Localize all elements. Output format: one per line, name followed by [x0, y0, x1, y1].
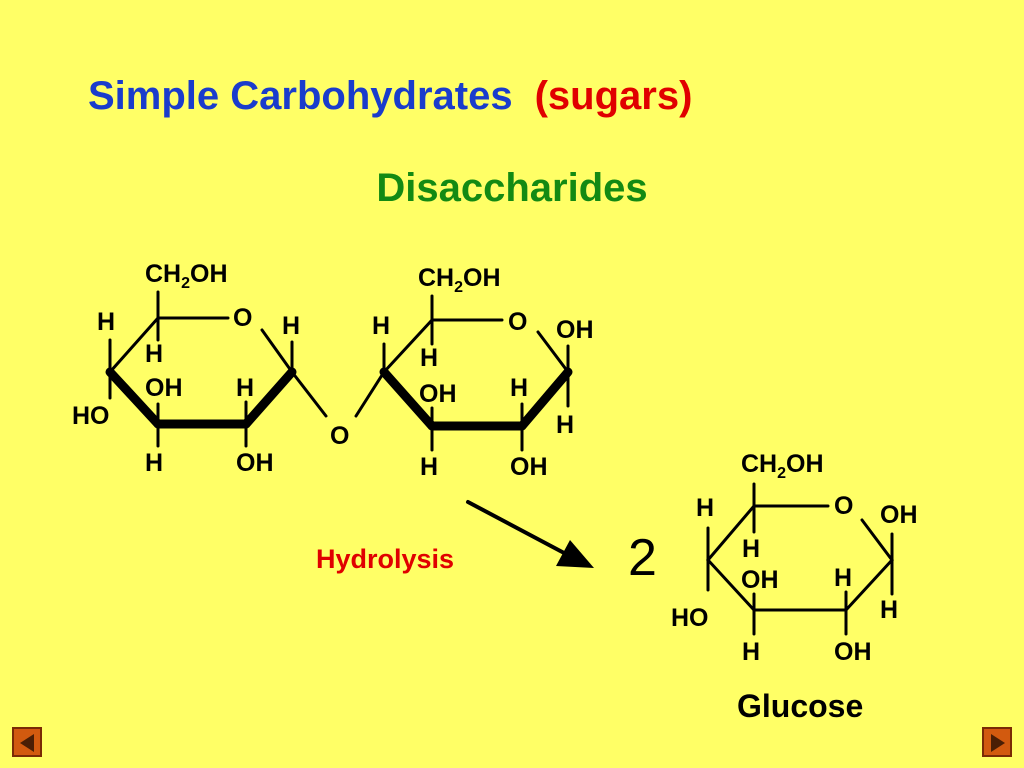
- ring2-left-bold: [379, 367, 437, 431]
- title-main: Simple Carbohydrates: [88, 74, 513, 118]
- title-parenthetical: (sugars): [534, 74, 693, 118]
- ring1-c3-oh: OH: [145, 374, 183, 402]
- ring1-c4-h: H: [97, 308, 116, 336]
- glucose-c2-oh: OH: [834, 638, 872, 666]
- glucose-c1-oh: OH: [880, 501, 918, 529]
- glucose-ring-outline: [705, 504, 894, 612]
- glucose-c2-h: H: [834, 564, 853, 592]
- glycosidic-oxygen: O: [330, 422, 350, 450]
- previous-slide-button[interactable]: [12, 727, 42, 757]
- ring2-ch2oh-label: CH2OH: [418, 264, 501, 296]
- ring2-c4-h: H: [372, 312, 391, 340]
- triangle-left-icon: [20, 734, 34, 752]
- glucose-c5-h: H: [742, 535, 761, 563]
- ring2-c2-oh: OH: [510, 453, 548, 481]
- ring2-c2-h: H: [510, 374, 529, 402]
- glucose-caption: Glucose: [737, 688, 864, 724]
- ring1-right-bold: [241, 367, 297, 429]
- next-slide-button[interactable]: [982, 727, 1012, 757]
- glycosidic-bond-right: [354, 370, 386, 418]
- ring1-c3-h: H: [145, 449, 164, 477]
- ring2-c3-oh: OH: [419, 380, 457, 408]
- ring1-ring-oxygen: O: [233, 304, 253, 332]
- ring2-ring-oxygen: O: [508, 308, 528, 336]
- ring1-c2-oh: OH: [236, 449, 274, 477]
- ring2-right-bold: [517, 367, 573, 431]
- ring2-c1-h: H: [556, 411, 575, 439]
- slide-title: Simple Carbohydrates (sugars): [88, 74, 692, 119]
- ring1-c1-h: H: [282, 312, 301, 340]
- triangle-right-icon: [991, 734, 1005, 752]
- glucose-c3-h: H: [742, 638, 761, 666]
- product-coefficient: 2: [628, 529, 657, 587]
- glucose-c4-ho: HO: [671, 604, 709, 632]
- glucose-ch2oh-label: CH2OH: [741, 450, 824, 482]
- glucose-c3-oh: OH: [741, 566, 779, 594]
- ring1-c5-h: H: [145, 340, 164, 368]
- glucose-c1-h: H: [880, 596, 899, 624]
- hydrolysis-label: Hydrolysis: [316, 544, 455, 574]
- glucose-ring-oxygen: O: [834, 492, 854, 520]
- ring2-c3-h: H: [420, 453, 439, 481]
- ring2-c1-oh: OH: [556, 316, 594, 344]
- glucose-c4-h: H: [696, 494, 715, 522]
- slide-subtitle: Disaccharides: [376, 166, 648, 210]
- ring1-c2-h: H: [236, 374, 255, 402]
- glycosidic-bond-left: [290, 370, 328, 418]
- ring1-ch2oh-label: CH2OH: [145, 260, 228, 292]
- ring1-left-bold: [105, 367, 163, 429]
- hydrolysis-arrow-icon: [466, 500, 594, 568]
- ring2-c5-h: H: [420, 344, 439, 372]
- ring1-c4-ho: HO: [72, 402, 110, 430]
